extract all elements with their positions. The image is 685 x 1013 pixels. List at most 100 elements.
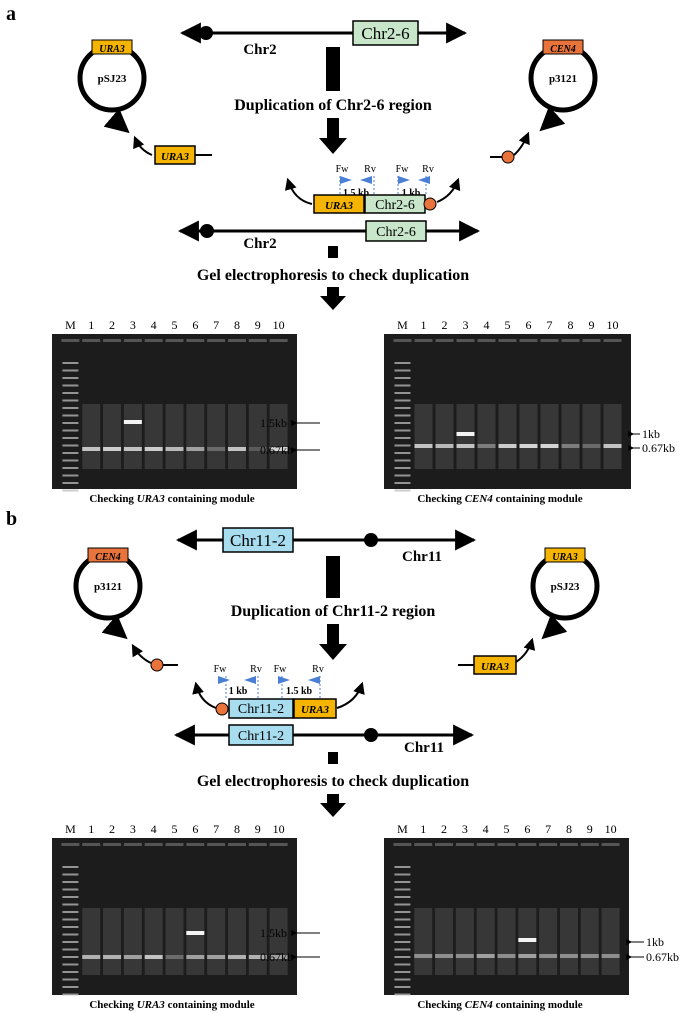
primer-rv-label: Rv bbox=[364, 164, 376, 175]
lane-smear bbox=[435, 908, 454, 975]
gel-band bbox=[248, 447, 267, 451]
ladder-band bbox=[394, 392, 411, 394]
plasmid-name: p3121 bbox=[94, 581, 122, 593]
gel-band bbox=[435, 954, 454, 958]
gel-band bbox=[476, 954, 495, 958]
gel-well bbox=[455, 843, 474, 846]
ladder-band bbox=[394, 948, 411, 951]
gel-well bbox=[456, 339, 475, 342]
ladder-band bbox=[394, 888, 411, 891]
ladder-band bbox=[62, 888, 79, 891]
ladder-band bbox=[62, 903, 79, 906]
gel-well bbox=[476, 843, 495, 846]
lane-label: 6 bbox=[526, 318, 532, 332]
gel-band bbox=[456, 432, 475, 436]
ladder-band bbox=[394, 963, 411, 966]
lane-smear bbox=[207, 908, 226, 975]
arrow-icon bbox=[541, 614, 568, 640]
ladder-band bbox=[62, 362, 79, 364]
ladder-band bbox=[394, 429, 411, 432]
gel-well bbox=[144, 339, 163, 342]
cen4-icon bbox=[150, 658, 164, 672]
gel-band bbox=[477, 444, 496, 448]
curved-arrow-icon bbox=[436, 177, 461, 203]
lane-label: 3 bbox=[130, 318, 136, 332]
lane-smear bbox=[82, 404, 101, 469]
ladder-band bbox=[394, 422, 411, 424]
gel-band bbox=[186, 931, 205, 935]
ladder-band bbox=[394, 866, 411, 868]
lane-label: 1 bbox=[88, 822, 94, 836]
primer-arrow-icon bbox=[308, 676, 320, 684]
lane-label: 5 bbox=[504, 822, 510, 836]
lane-label: 4 bbox=[483, 822, 489, 836]
curved-arrow-icon bbox=[515, 637, 536, 663]
lane-smear bbox=[144, 404, 163, 469]
ladder-band bbox=[394, 941, 411, 943]
gel-well bbox=[61, 339, 80, 342]
gel-well bbox=[435, 843, 454, 846]
lane-label: 3 bbox=[462, 822, 468, 836]
lane-label: M bbox=[397, 318, 408, 332]
primer-fw-label: Fw bbox=[336, 164, 350, 175]
gel-well bbox=[123, 843, 142, 846]
cen4-icon bbox=[501, 150, 515, 164]
gel-well bbox=[393, 339, 412, 342]
lane-smear bbox=[455, 908, 474, 975]
chromosome-label: Chr11 bbox=[402, 549, 442, 565]
lane-label: 4 bbox=[484, 318, 490, 332]
ladder-band bbox=[394, 933, 411, 936]
arrow-icon bbox=[103, 108, 130, 134]
gel-band bbox=[601, 954, 620, 958]
lane-label: 1 bbox=[420, 822, 426, 836]
lane-label: 10 bbox=[273, 822, 285, 836]
gel-band bbox=[603, 444, 622, 448]
gel-well bbox=[497, 843, 516, 846]
lane-smear bbox=[165, 908, 184, 975]
curved-arrow-icon bbox=[192, 681, 217, 709]
ladder-band bbox=[62, 444, 79, 447]
gel-band bbox=[456, 444, 475, 448]
lane-label: 10 bbox=[273, 318, 285, 332]
curved-arrow-icon bbox=[285, 177, 313, 205]
ladder-band bbox=[394, 896, 411, 898]
lane-label: M bbox=[397, 822, 408, 836]
step-title: Duplication of Chr11-2 region bbox=[231, 603, 436, 620]
centromere-icon bbox=[200, 224, 214, 238]
lane-smear bbox=[123, 908, 142, 975]
gel-band bbox=[455, 954, 474, 958]
lane-smear bbox=[186, 404, 205, 469]
lane-label: 4 bbox=[151, 318, 157, 332]
lane-label: 9 bbox=[589, 318, 595, 332]
lane-smear bbox=[103, 404, 122, 469]
lane-label: 2 bbox=[441, 822, 447, 836]
lane-smear bbox=[207, 404, 226, 469]
lane-smear bbox=[476, 908, 495, 975]
gel-well bbox=[269, 843, 288, 846]
lane-label: 5 bbox=[505, 318, 511, 332]
lane-label: M bbox=[65, 318, 76, 332]
lane-label: 2 bbox=[109, 822, 115, 836]
centromere-icon bbox=[364, 728, 378, 742]
lane-label: 7 bbox=[547, 318, 553, 332]
gel-well bbox=[186, 339, 205, 342]
lane-label: 2 bbox=[442, 318, 448, 332]
lane-label: 10 bbox=[605, 822, 617, 836]
lane-label: 4 bbox=[151, 822, 157, 836]
gel-well bbox=[248, 339, 267, 342]
lane-label: 6 bbox=[192, 318, 198, 332]
centromere-icon bbox=[199, 26, 213, 40]
gel-well bbox=[435, 339, 454, 342]
lane-label: 1 bbox=[88, 318, 94, 332]
gel-band bbox=[207, 447, 226, 451]
ladder-band bbox=[394, 474, 411, 477]
gel-band bbox=[269, 447, 288, 451]
plasmid-marker-label: URA3 bbox=[99, 44, 125, 55]
ladder-band bbox=[62, 452, 79, 454]
primer-fw-label: Fw bbox=[214, 664, 228, 675]
lane-smear bbox=[561, 404, 580, 469]
ladder-band bbox=[62, 933, 79, 936]
